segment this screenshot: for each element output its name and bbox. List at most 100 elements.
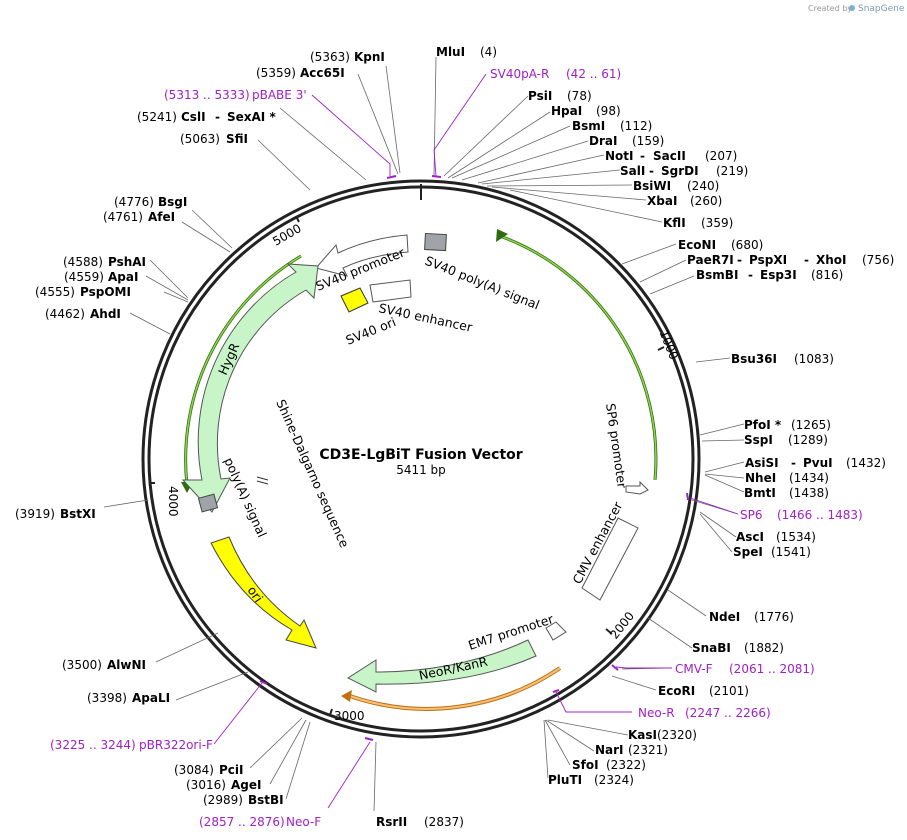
label-polya: poly(A) signal bbox=[221, 455, 270, 539]
site-pos-kpni: (5363) bbox=[310, 50, 350, 64]
label-em7-promoter: EM7 promoter bbox=[466, 611, 556, 653]
site-ahdi: AhdI bbox=[90, 307, 121, 321]
site-sspi: SspI bbox=[744, 433, 773, 447]
site-pos-snabi: (1882) bbox=[744, 641, 784, 655]
leader-lines bbox=[103, 56, 745, 812]
feature-sv40-enhancer-box bbox=[369, 279, 412, 303]
site-pos-sali: (219) bbox=[716, 164, 748, 178]
arrow-head-right bbox=[496, 229, 508, 242]
site-asisi: AsiSI bbox=[745, 456, 779, 470]
site-agei: AgeI bbox=[231, 778, 261, 792]
tick-5000 bbox=[295, 215, 300, 223]
snapgene-logo-text: SnapGene bbox=[858, 4, 905, 14]
site-pspomi: PspOMI bbox=[80, 285, 131, 299]
tick-label-1000: 1000 bbox=[657, 328, 681, 362]
svg-text:-: - bbox=[737, 253, 742, 267]
site-pos-pshai: (4588) bbox=[63, 255, 103, 269]
site-pos-bsmi: (112) bbox=[620, 119, 652, 133]
map-title: CD3E-LgBiT Fusion Vector bbox=[319, 447, 522, 463]
site-econi: EcoNI bbox=[678, 238, 716, 252]
site-hpai: HpaI bbox=[551, 104, 582, 118]
svg-text:-: - bbox=[791, 456, 796, 470]
site-pspxi: PspXI bbox=[749, 253, 787, 267]
site-mlui: MluI bbox=[436, 45, 465, 59]
site-pos-mlui: (4) bbox=[480, 45, 497, 59]
site-pos-kasi: (2320) bbox=[657, 728, 697, 742]
tick-marks bbox=[149, 184, 665, 716]
site-pos-sspi: (1289) bbox=[788, 433, 828, 447]
site-pos-xbai: (260) bbox=[690, 194, 722, 208]
primer-pos-sv40pa-r: (42 .. 61) bbox=[566, 67, 621, 81]
site-noti: NotI bbox=[605, 149, 634, 163]
feature-sp6-promoter-arrow bbox=[625, 480, 649, 495]
label-sp6-promoter: SP6 promoter bbox=[603, 402, 630, 490]
site-pos-noti: (207) bbox=[705, 149, 737, 163]
site-acc65i: Acc65I bbox=[300, 66, 345, 80]
primer-neo-r: Neo-R bbox=[638, 706, 675, 720]
site-pfoi: PfoI * bbox=[744, 418, 782, 432]
site-nari: NarI bbox=[595, 743, 624, 757]
site-pvui: PvuI bbox=[803, 456, 833, 470]
site-xhoi: XhoI bbox=[816, 253, 847, 267]
tick-label-5000: 5000 bbox=[270, 221, 303, 248]
primer-marks bbox=[259, 175, 689, 741]
feature-green-line-right bbox=[496, 233, 658, 481]
site-pos-hpai: (98) bbox=[596, 104, 621, 118]
site-psii: PsiI bbox=[528, 89, 552, 103]
tick-1000 bbox=[657, 346, 665, 351]
site-pos-agei: (3016) bbox=[186, 778, 226, 792]
site-pos-sfii: (5063) bbox=[180, 132, 220, 146]
site-sexai: - bbox=[215, 110, 220, 124]
site-pos-kfli: (359) bbox=[701, 216, 733, 230]
site-pos-nari: (2321) bbox=[628, 743, 668, 757]
site-ecori: EcoRI bbox=[658, 684, 695, 698]
primer-pos-cmv-f: (2061 .. 2081) bbox=[729, 662, 815, 676]
site-bsu36i: Bsu36I bbox=[731, 352, 777, 366]
site-nhei: NheI bbox=[745, 471, 776, 485]
feature-orange-arc-inner bbox=[346, 667, 561, 710]
site-pos-bsu36i: (1083) bbox=[794, 352, 834, 366]
tick-label-3000: 3000 bbox=[334, 709, 365, 723]
site-snabi: SnaBI bbox=[692, 641, 731, 655]
site-bsgi: BsgI bbox=[158, 195, 187, 209]
site-pos-drai: (159) bbox=[632, 134, 664, 148]
site-pcii: PciI bbox=[219, 763, 244, 777]
site-bsiwi: BsiWI bbox=[633, 179, 671, 193]
site-pos-bsmbi: (816) bbox=[811, 268, 843, 282]
svg-text:-: - bbox=[649, 164, 654, 178]
site-pos-econi: (680) bbox=[731, 238, 763, 252]
site-kfli: KflI bbox=[663, 216, 686, 230]
site-pos-rsrii: (2837) bbox=[424, 815, 464, 829]
snapgene-logo-icon bbox=[849, 5, 855, 11]
site-kpni: KpnI bbox=[354, 50, 385, 64]
feature-em7-promoter bbox=[545, 621, 567, 641]
site-bstxi: BstXI bbox=[60, 507, 96, 521]
site-apai: ApaI bbox=[108, 270, 138, 284]
site-paer7i: PaeR7I bbox=[687, 253, 734, 267]
feature-sv40-ori-box bbox=[340, 287, 369, 313]
label-sv40-ori: SV40 ori bbox=[344, 314, 398, 348]
primer-neo-f: Neo-F bbox=[286, 815, 321, 829]
site-pos-spei: (1541) bbox=[771, 545, 811, 559]
site-afei: AfeI bbox=[148, 210, 175, 224]
site-csli: CslI bbox=[181, 110, 206, 124]
site-pos-ndei: (1776) bbox=[754, 610, 794, 624]
feature-green-line-left-inner bbox=[184, 255, 302, 486]
credit-text: Created by bbox=[808, 4, 852, 13]
feature-cmv-enhancer-box bbox=[581, 517, 639, 601]
orange-arrow-head bbox=[341, 690, 352, 702]
site-pos-sfoi: (2322) bbox=[606, 758, 646, 772]
label-shine-dalgarno: Shine-Dalgarno sequence bbox=[273, 397, 352, 550]
svg-text:-: - bbox=[640, 149, 645, 163]
feature-green-line-right-inner bbox=[496, 234, 657, 481]
feature-polya-box bbox=[197, 493, 219, 513]
feature-neor-arrow bbox=[346, 639, 537, 693]
primer-sp6: SP6 bbox=[740, 508, 763, 522]
site-pos-apai: (4559) bbox=[64, 270, 104, 284]
site-bstbi: BstBI bbox=[248, 793, 284, 807]
tick-label-4000: 4000 bbox=[166, 486, 180, 517]
site-sexai-name: SexAI * bbox=[227, 110, 276, 124]
site-esp3i: Esp3I bbox=[760, 268, 797, 282]
primer-pbabe3: pBABE 3' bbox=[252, 88, 307, 102]
feature-hygr-arrow bbox=[181, 263, 319, 513]
